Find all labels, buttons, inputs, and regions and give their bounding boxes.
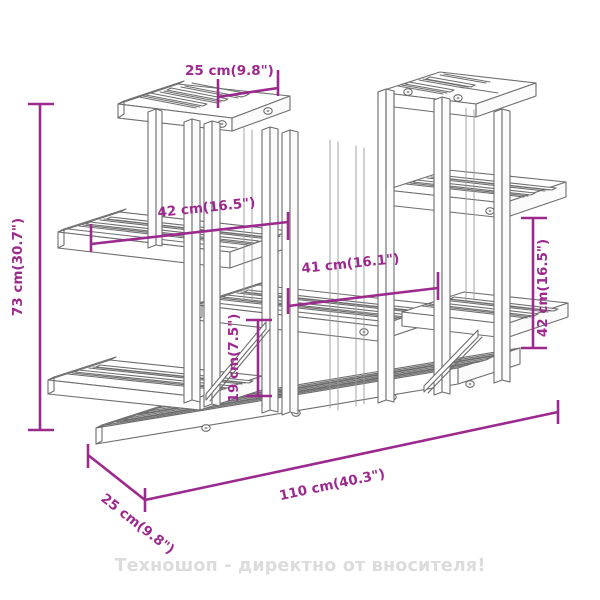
dimension-base-depth-25 — [86, 444, 146, 502]
middle-right-shelf — [385, 169, 567, 219]
dimension-left-width-42 — [89, 212, 290, 252]
dimension-right-height-42 — [521, 216, 547, 350]
label-height-73: 73 cm(30.7") — [10, 218, 26, 316]
footer-watermark: Техношоп - директно от вносителя! — [114, 556, 486, 576]
dimension-top-depth-25 — [216, 70, 280, 108]
dimension-bottom-clearance-19 — [246, 318, 272, 398]
diagonal-braces — [205, 321, 483, 402]
label-base-width-110: 110 cm(40.3") — [278, 466, 387, 504]
top-right-shelf — [377, 71, 537, 118]
label-top-depth-25: 25 cm(9.8") — [185, 63, 274, 79]
dimension-annotations — [28, 70, 560, 512]
label-base-depth-25: 25 cm(9.8") — [98, 491, 178, 558]
dimension-height-73 — [28, 102, 54, 432]
label-right-height-42: 42 cm(16.5") — [535, 239, 551, 337]
product-line-art — [47, 71, 569, 445]
dimension-mid-width-41 — [286, 272, 440, 314]
vertical-posts — [147, 88, 511, 416]
label-bottom-clearance-19: 19 cm(7.5") — [226, 314, 242, 403]
rear-structure — [243, 107, 475, 411]
